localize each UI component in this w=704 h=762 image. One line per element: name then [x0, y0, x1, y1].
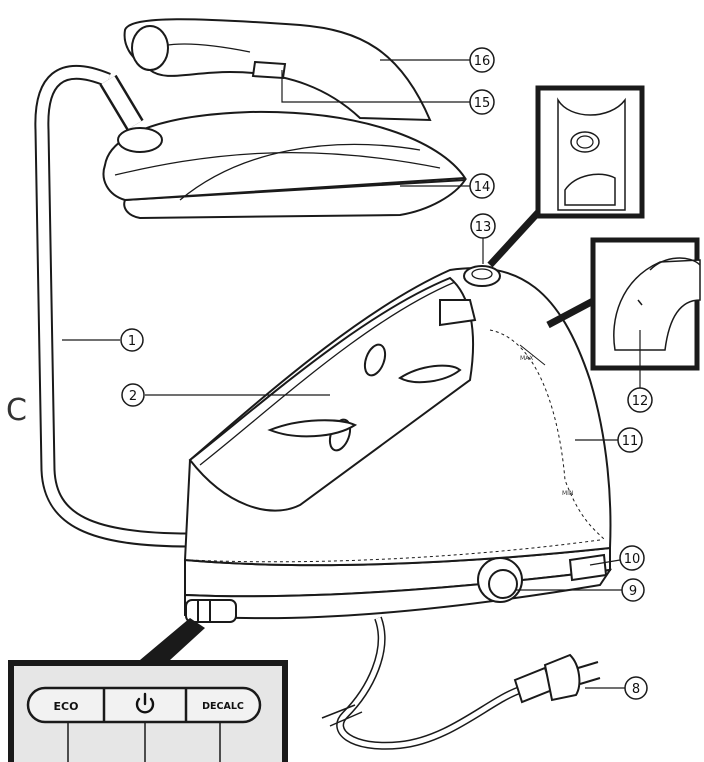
callout-13-label: 13: [475, 220, 492, 235]
water-tank-outline: [489, 329, 606, 541]
callout-9: [621, 578, 645, 602]
callout-14: [469, 173, 495, 199]
callout-1-label: 1: [128, 334, 136, 349]
callout-15: [469, 89, 495, 115]
callout-8-label: 8: [632, 682, 640, 697]
eco-button-label[interactable]: ECO: [54, 700, 79, 713]
control-panel-inset: [8, 618, 288, 762]
steam-iron: [102, 18, 467, 220]
hose-storage-inset: [546, 237, 701, 371]
callout-2: [121, 383, 145, 407]
callout-8: [624, 676, 648, 700]
callout-14-label: 14: [474, 180, 491, 195]
steam-trigger: [251, 60, 287, 80]
supply-hose: [34, 64, 191, 548]
callout-16-label: 16: [474, 54, 491, 69]
callout-16: [469, 47, 495, 73]
button-strip: [26, 686, 262, 724]
side-letter: C: [6, 393, 27, 428]
callout-1: [120, 328, 144, 352]
power-cord: [321, 616, 522, 750]
callout-13: [470, 213, 496, 239]
soleplate: [123, 178, 467, 220]
callout-9-label: 9: [629, 584, 637, 599]
decalc-button-label[interactable]: DECALC: [202, 701, 244, 712]
callout-labels: 1 2 8 9 10 11 12 13 14 15 16: [128, 54, 648, 697]
callout-11: [617, 427, 643, 453]
callout-markers: [120, 47, 653, 700]
tank-max-mark: MAX: [520, 355, 533, 362]
callout-10: [619, 545, 645, 571]
callout-11-label: 11: [622, 434, 639, 449]
callout-15-label: 15: [474, 96, 491, 111]
hose-storage: [568, 553, 608, 582]
callout-2-label: 2: [129, 389, 137, 404]
iron-platform: [188, 276, 475, 512]
base-station: [183, 265, 613, 623]
callout-10-label: 10: [624, 552, 641, 567]
callout-12: [627, 387, 653, 413]
power-plug: [513, 653, 601, 704]
power-icon[interactable]: [135, 692, 155, 714]
callout-12-label: 12: [632, 394, 649, 409]
carry-lock-inset: [487, 85, 645, 268]
callout-leaders: [62, 59, 641, 689]
tank-min-mark: MIN: [562, 490, 573, 497]
